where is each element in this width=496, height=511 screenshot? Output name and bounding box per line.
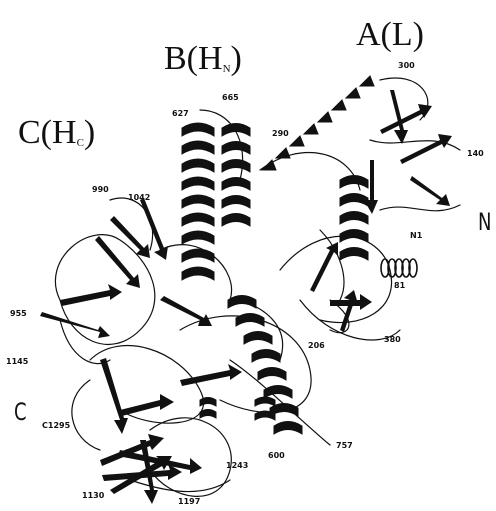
residue-label: C1295 bbox=[42, 422, 70, 430]
residue-label: 290 bbox=[272, 130, 289, 138]
residue-label: N1 bbox=[410, 232, 422, 240]
residue-label: 990 bbox=[92, 186, 109, 194]
coil-loop bbox=[380, 205, 460, 211]
residue-label: 1197 bbox=[178, 498, 200, 506]
coil-loop bbox=[72, 380, 100, 450]
helix-bn-1 bbox=[180, 120, 215, 300]
helix-bn-2 bbox=[222, 124, 250, 227]
residue-label: 757 bbox=[336, 442, 353, 450]
coil-loop bbox=[130, 480, 230, 492]
residue-label: 140 bbox=[467, 150, 484, 158]
residue-label: 300 bbox=[398, 62, 415, 70]
c-terminus-label: C bbox=[14, 400, 27, 424]
helix-a-core bbox=[340, 176, 368, 261]
residue-label: 1145 bbox=[6, 358, 28, 366]
residue-label: 1042 bbox=[128, 194, 150, 202]
residue-label: 1243 bbox=[226, 462, 248, 470]
domain-label-b: B(HN) bbox=[164, 42, 242, 76]
residue-label: 627 bbox=[172, 110, 189, 118]
helix-a-diagonal bbox=[262, 76, 374, 170]
helix-c-small bbox=[200, 397, 275, 420]
residue-label: 206 bbox=[308, 342, 325, 350]
residue-label: 600 bbox=[268, 452, 285, 460]
domain-label-a: A(L) bbox=[356, 18, 424, 52]
n-terminus-label: N bbox=[478, 210, 491, 234]
residue-label: 81 bbox=[394, 282, 405, 290]
residue-label: 955 bbox=[10, 310, 27, 318]
residue-label: 1130 bbox=[82, 492, 104, 500]
residue-label: 380 bbox=[384, 336, 401, 344]
domain-label-c: C(HC) bbox=[18, 116, 95, 150]
residue-label: 665 bbox=[222, 94, 239, 102]
